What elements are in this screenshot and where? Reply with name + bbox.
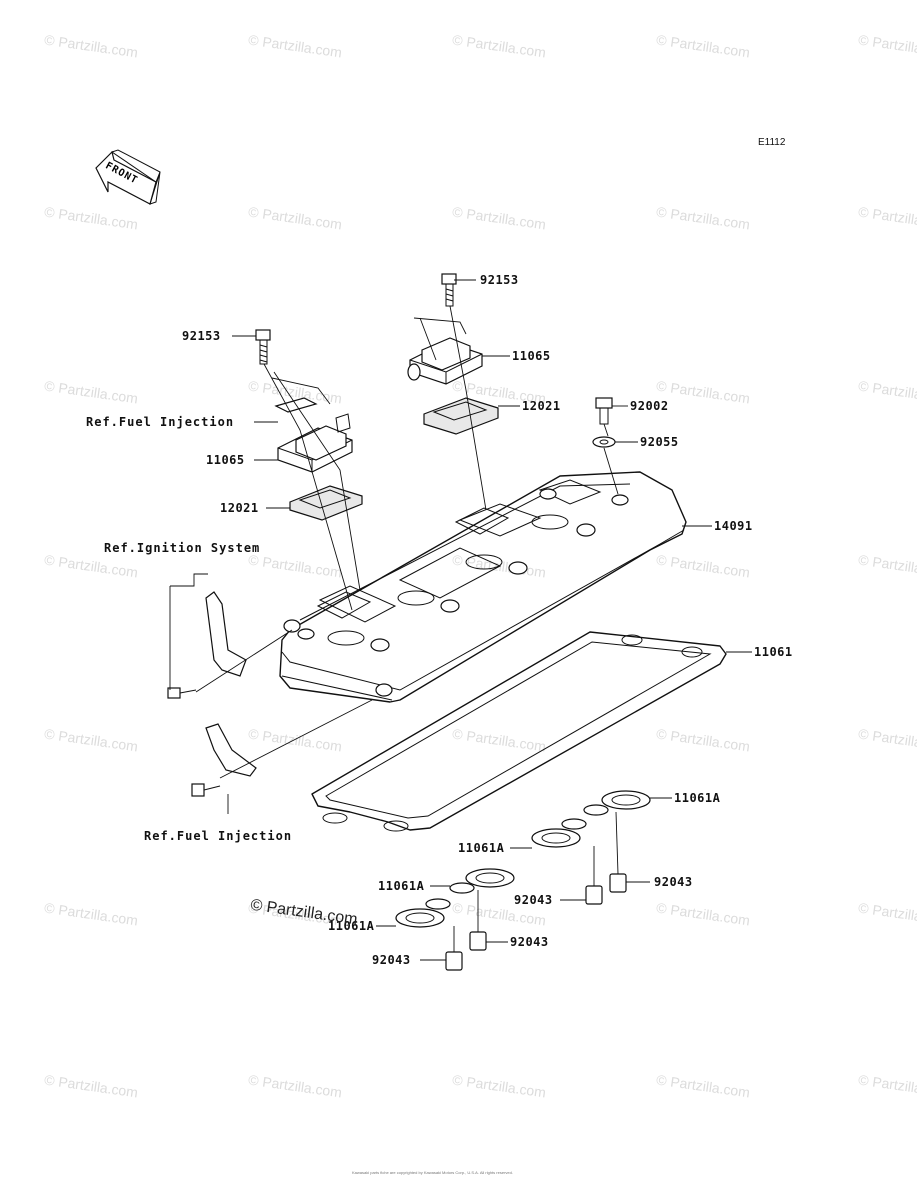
label-11065-right: 11065 (512, 349, 551, 363)
bolt-92153-right (441, 273, 457, 307)
head-cover-gasket (311, 631, 727, 832)
label-11061A-4: 11061A (328, 919, 375, 933)
front-arrow-icon (95, 149, 161, 205)
reed-valve-left (289, 485, 363, 521)
label-11061: 11061 (754, 645, 793, 659)
plug-gasket-group-2 (531, 818, 587, 848)
copyright-notice: Kawasaki parts fiche are copyrighted by … (352, 1170, 513, 1175)
dowel-pins-92043 (445, 873, 627, 971)
reed-valve-cover-left (274, 397, 353, 473)
plug-gasket-group-3 (449, 868, 515, 894)
plug-gasket-group-1 (583, 790, 651, 816)
assembly-lines (169, 305, 619, 952)
label-11061A-2: 11061A (458, 841, 505, 855)
diagram-code: E1112 (758, 137, 786, 148)
label-11061A-3: 11061A (378, 879, 425, 893)
plug-gasket-group-4 (395, 898, 451, 928)
label-92043-4: 92043 (372, 953, 411, 967)
bolt-92002 (595, 397, 613, 425)
label-92153-right: 92153 (480, 273, 519, 287)
label-11061A-1: 11061A (674, 791, 721, 805)
label-14091: 14091 (714, 519, 753, 533)
fuel-injection-bracket (191, 723, 257, 797)
cylinder-head-cover (279, 471, 687, 703)
bolt-92153-left (255, 329, 271, 365)
label-92055: 92055 (640, 435, 679, 449)
label-11065-left: 11065 (206, 453, 245, 467)
label-92043-1: 92043 (654, 875, 693, 889)
label-92043-2: 92043 (514, 893, 553, 907)
label-12021-left: 12021 (220, 501, 259, 515)
ref-ignition-system[interactable]: Ref.Ignition System (104, 541, 261, 555)
reed-valve-cover-right (407, 337, 483, 385)
reed-valve-right (423, 397, 499, 435)
leader-lines (232, 279, 752, 961)
ref-fuel-injection-bottom[interactable]: Ref.Fuel Injection (144, 829, 293, 843)
ref-fuel-injection-top[interactable]: Ref.Fuel Injection (86, 415, 235, 429)
label-92043-3: 92043 (510, 935, 549, 949)
label-92002: 92002 (630, 399, 669, 413)
label-12021-right: 12021 (522, 399, 561, 413)
washer-92055 (592, 436, 616, 448)
ignition-bracket (167, 591, 301, 699)
label-92153-left: 92153 (182, 329, 221, 343)
